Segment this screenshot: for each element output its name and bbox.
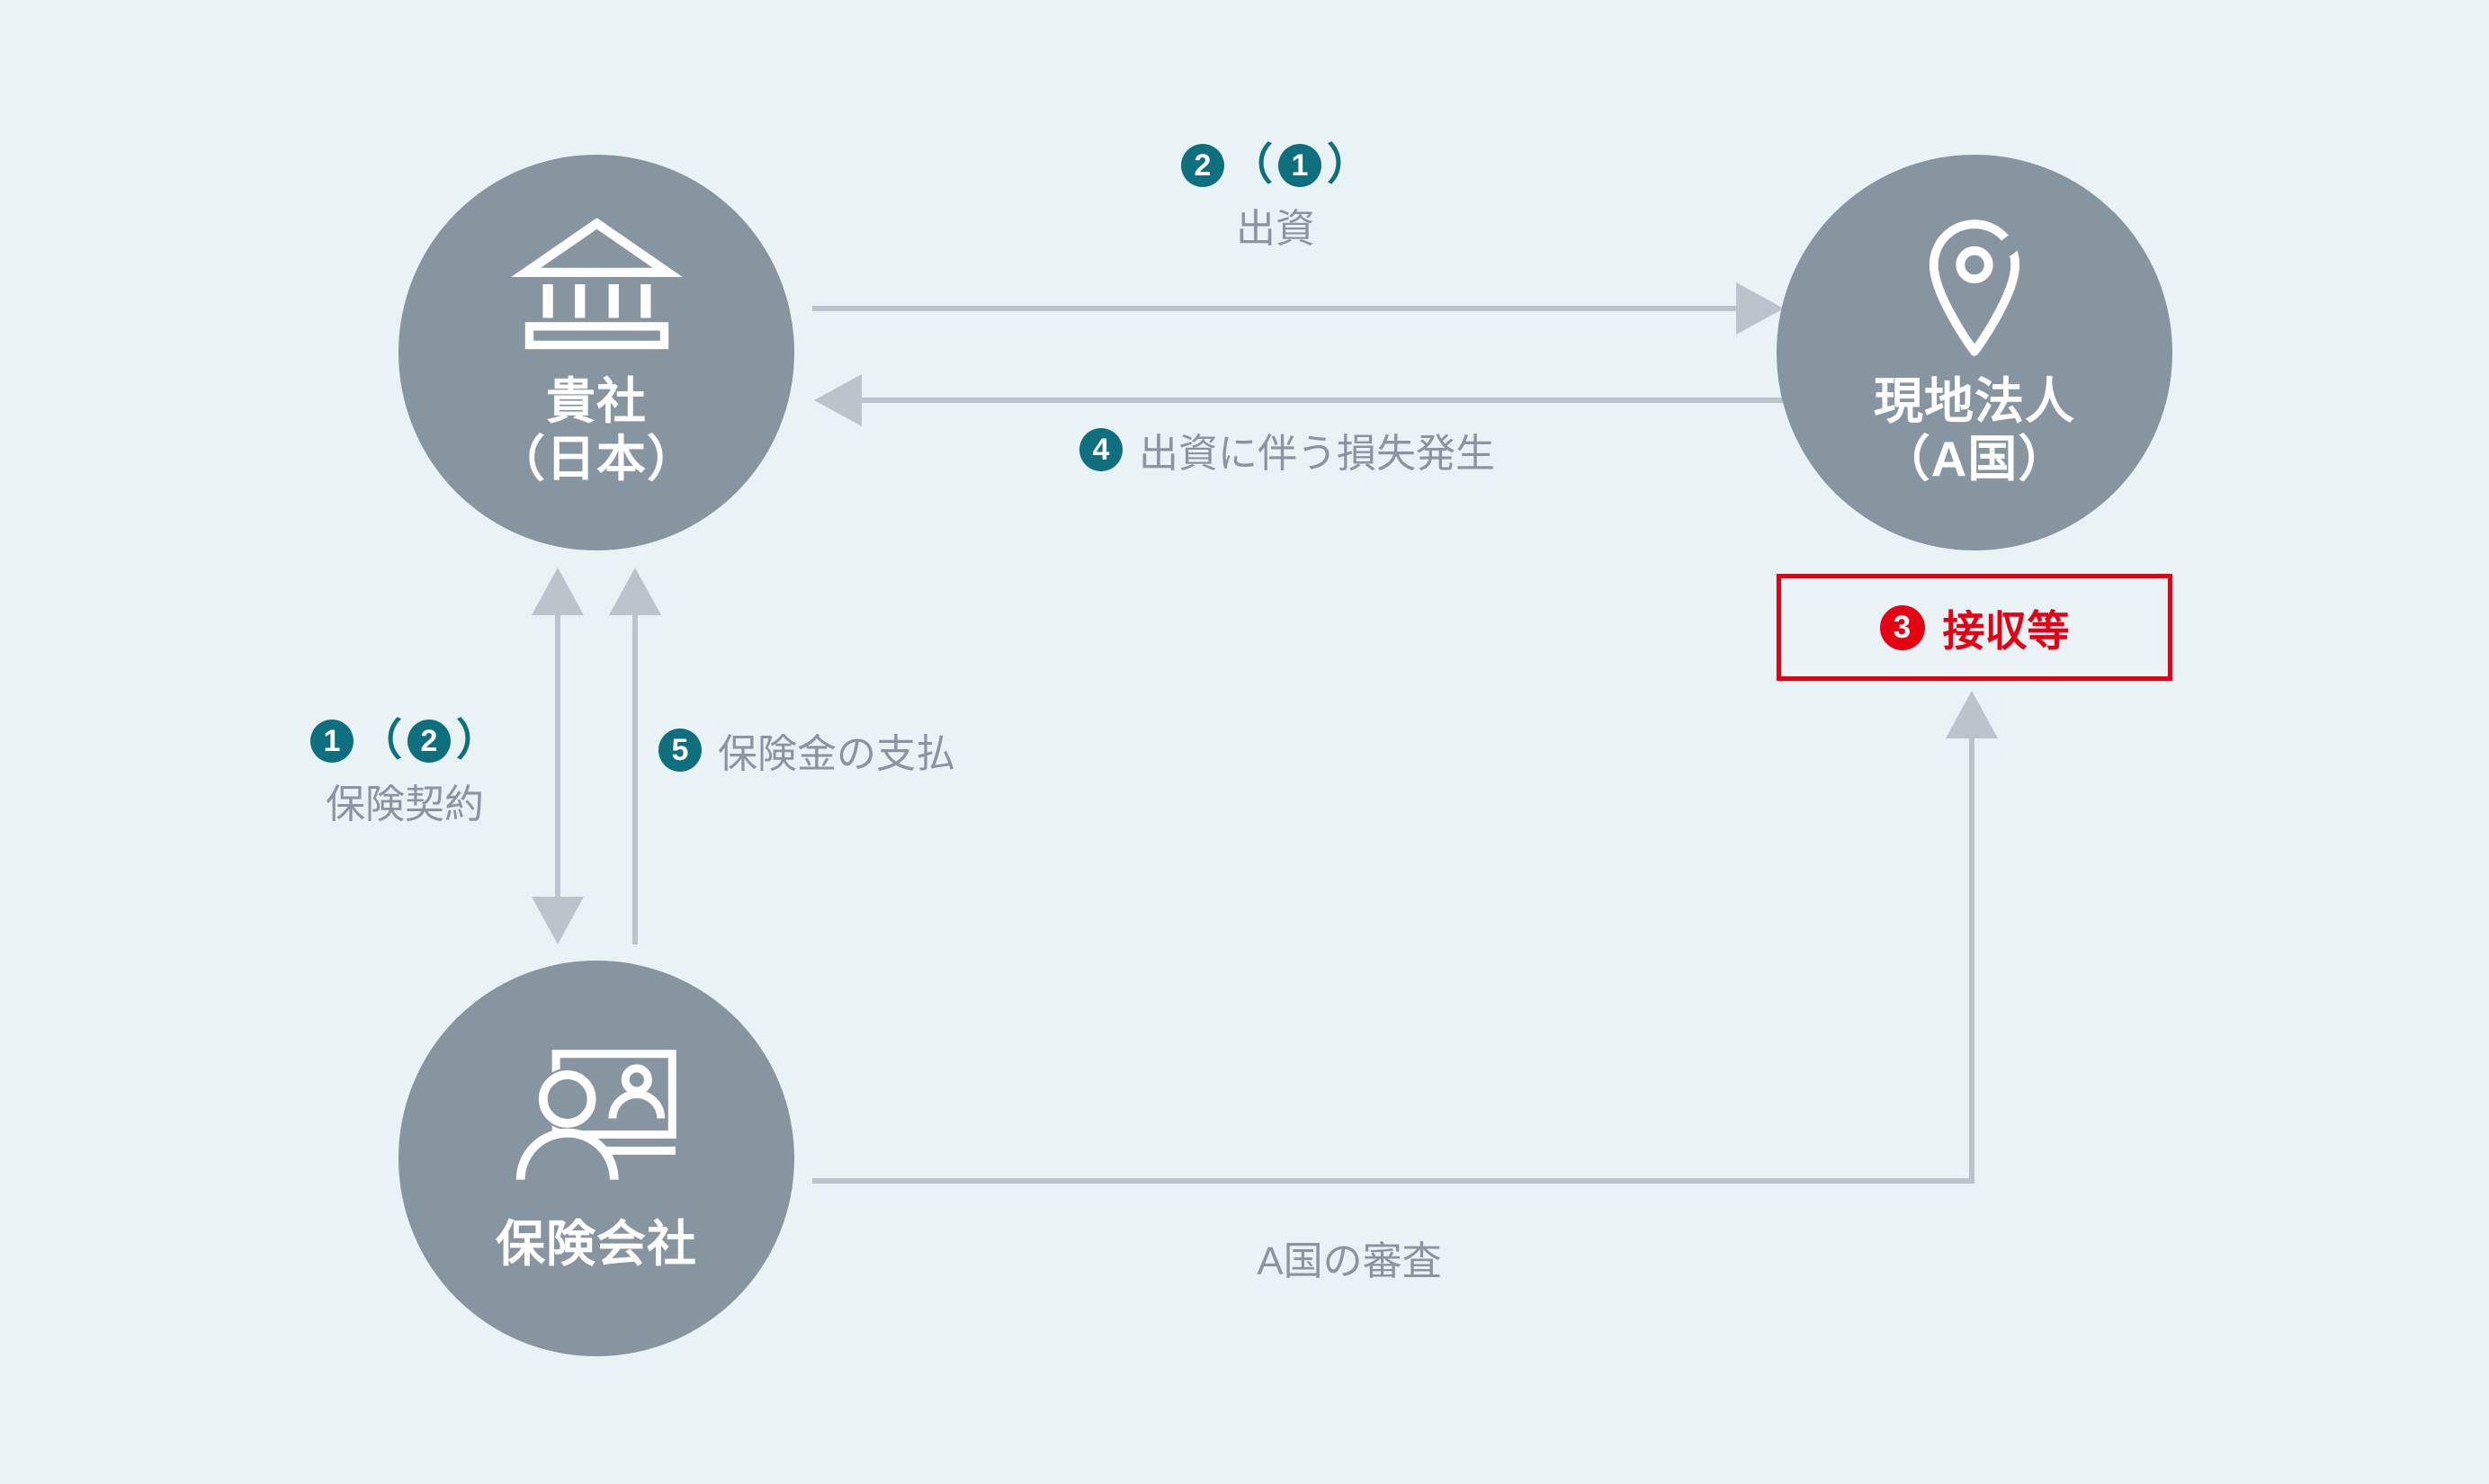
step-badge-5: 5 — [658, 729, 702, 772]
label-contract-text: 保険契約 — [326, 782, 484, 827]
label-loss-text: 出資に伴う損失発生 — [1139, 432, 1495, 476]
step-badge-1: 1 — [309, 720, 354, 763]
step-badge-3: 3 — [1879, 604, 1925, 650]
label-contract: 1 （ 2 ） 保険契約 — [270, 720, 540, 829]
step-badge-4: 4 — [1079, 428, 1123, 471]
arrow-investment — [812, 282, 1784, 335]
step-badge-2: 2 — [1180, 144, 1224, 187]
close-paren: ） — [1327, 141, 1371, 189]
step-badge-1: 1 — [1278, 144, 1321, 187]
open-paren: （ — [358, 717, 402, 764]
label-loss: 4 出資に伴う損失発生 — [1079, 421, 1495, 478]
node-your-company: 貴社 （日本） — [398, 155, 794, 550]
open-paren: （ — [1229, 141, 1273, 189]
location-pin-icon — [1929, 219, 2020, 356]
arrow-loss — [814, 374, 1786, 426]
label-payment: 5 保険金の支払 — [658, 721, 955, 779]
close-paren: ） — [456, 717, 500, 764]
node-local-subsidiary: 現地法人 （A国） — [1777, 155, 2172, 550]
expropriation-alert-box: 3 接収等 — [1777, 574, 2172, 681]
node-sublabel: （A国） — [1880, 431, 2069, 487]
label-review: A国の審査 — [1257, 1239, 1442, 1283]
node-label: 保険会社 — [495, 1215, 697, 1272]
bank-building-icon — [510, 218, 683, 350]
arrow-payment — [609, 568, 661, 944]
node-label: 現地法人 — [1873, 373, 2075, 430]
expropriation-text: 接収等 — [1942, 607, 2070, 655]
node-sublabel: （日本） — [495, 431, 697, 487]
node-insurance-company: 保険会社 — [398, 961, 794, 1356]
step-badge-2: 2 — [407, 720, 451, 763]
node-label: 貴社 — [545, 373, 647, 430]
label-investment-text: 出資 — [1236, 207, 1315, 251]
label-payment-text: 保険金の支払 — [718, 732, 955, 776]
arrow-contract — [532, 568, 584, 944]
label-investment: 2 （ 1 ） 出資 — [1096, 144, 1455, 254]
insurance-agent-icon — [515, 1049, 676, 1180]
arrow-review — [812, 691, 1998, 1184]
